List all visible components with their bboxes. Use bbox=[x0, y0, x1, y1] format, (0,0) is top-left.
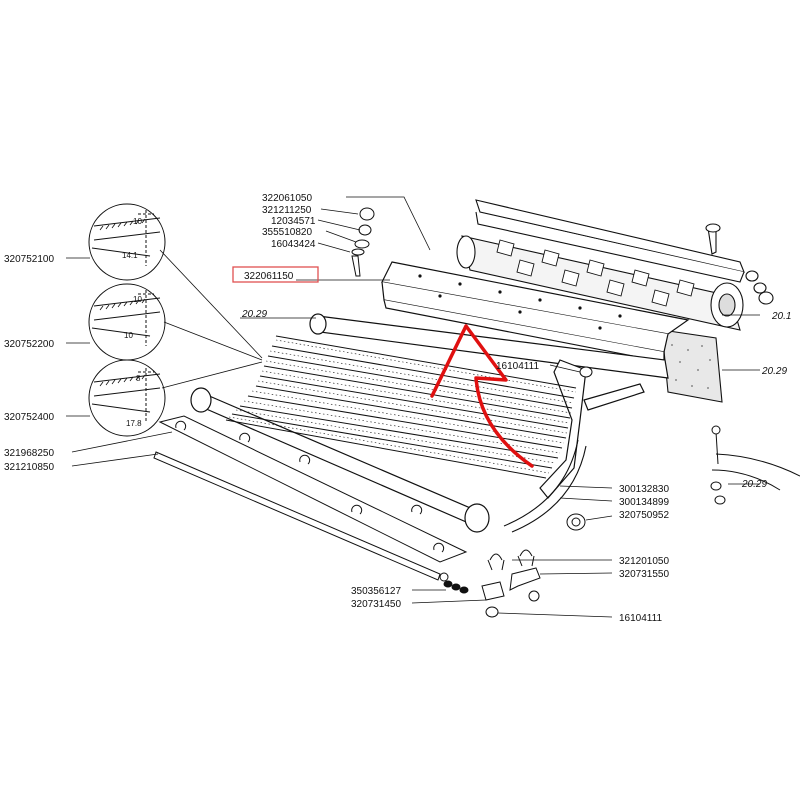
label-322061150: 322061150 bbox=[244, 271, 294, 282]
detail-3-dim-top: 8 bbox=[136, 374, 141, 383]
concave-grate bbox=[190, 313, 669, 533]
curved-rods bbox=[503, 439, 587, 533]
rasp-bar-322061150 bbox=[381, 261, 690, 363]
section-ref-top-right: 20.1 bbox=[771, 311, 791, 322]
section-ref-mid-right: 20.29 bbox=[761, 366, 787, 377]
label-321210850: 321210850 bbox=[4, 462, 54, 473]
label-321211250: 321211250 bbox=[262, 205, 312, 216]
detail-circle-3 bbox=[88, 359, 166, 437]
detail-1-dim-side: 14.1 bbox=[122, 251, 138, 260]
detail-circle-1 bbox=[88, 203, 166, 281]
detail-3-dim-side: 17.8 bbox=[126, 419, 142, 428]
label-300132830: 300132830 bbox=[619, 484, 669, 495]
detail-leader-lines bbox=[159, 249, 263, 389]
label-322061050: 322061050 bbox=[262, 193, 312, 204]
label-320731550: 320731550 bbox=[619, 569, 669, 580]
highlight-box bbox=[232, 266, 319, 283]
detail-circle-2 bbox=[88, 283, 166, 361]
label-320752100: 320752100 bbox=[4, 254, 54, 265]
label-16043424: 16043424 bbox=[271, 239, 316, 250]
side-plate bbox=[661, 329, 723, 403]
lower-rods bbox=[153, 415, 468, 582]
label-320750952: 320750952 bbox=[619, 510, 669, 521]
beater-bar-assembly bbox=[456, 199, 774, 331]
label-16104111-upper: 16104111 bbox=[496, 361, 539, 372]
label-16104111-lower: 16104111 bbox=[619, 613, 662, 624]
concave-grate-bars bbox=[225, 335, 577, 479]
detail-2-dim-side: 10 bbox=[124, 331, 133, 340]
section-ref-left: 20.29 bbox=[241, 309, 267, 320]
detail-1-dim-top: 10 bbox=[133, 217, 142, 226]
detail-2-dim-top: 10 bbox=[133, 295, 142, 304]
highlight-arrow bbox=[430, 324, 534, 468]
label-320731450: 320731450 bbox=[351, 599, 401, 610]
label-355510820: 355510820 bbox=[262, 227, 312, 238]
label-320752400: 320752400 bbox=[4, 412, 54, 423]
label-321201050: 321201050 bbox=[619, 556, 669, 567]
small-hardware-bottom bbox=[443, 366, 800, 618]
label-300134899: 300134899 bbox=[619, 497, 669, 508]
label-350356127: 350356127 bbox=[351, 586, 401, 597]
section-ref-low-right: 20.29 bbox=[741, 479, 767, 490]
label-12034571: 12034571 bbox=[271, 216, 316, 227]
label-320752200: 320752200 bbox=[4, 339, 54, 350]
hardware-stack bbox=[351, 207, 375, 277]
label-321968250: 321968250 bbox=[4, 448, 54, 459]
label-leader-lines bbox=[66, 196, 760, 618]
